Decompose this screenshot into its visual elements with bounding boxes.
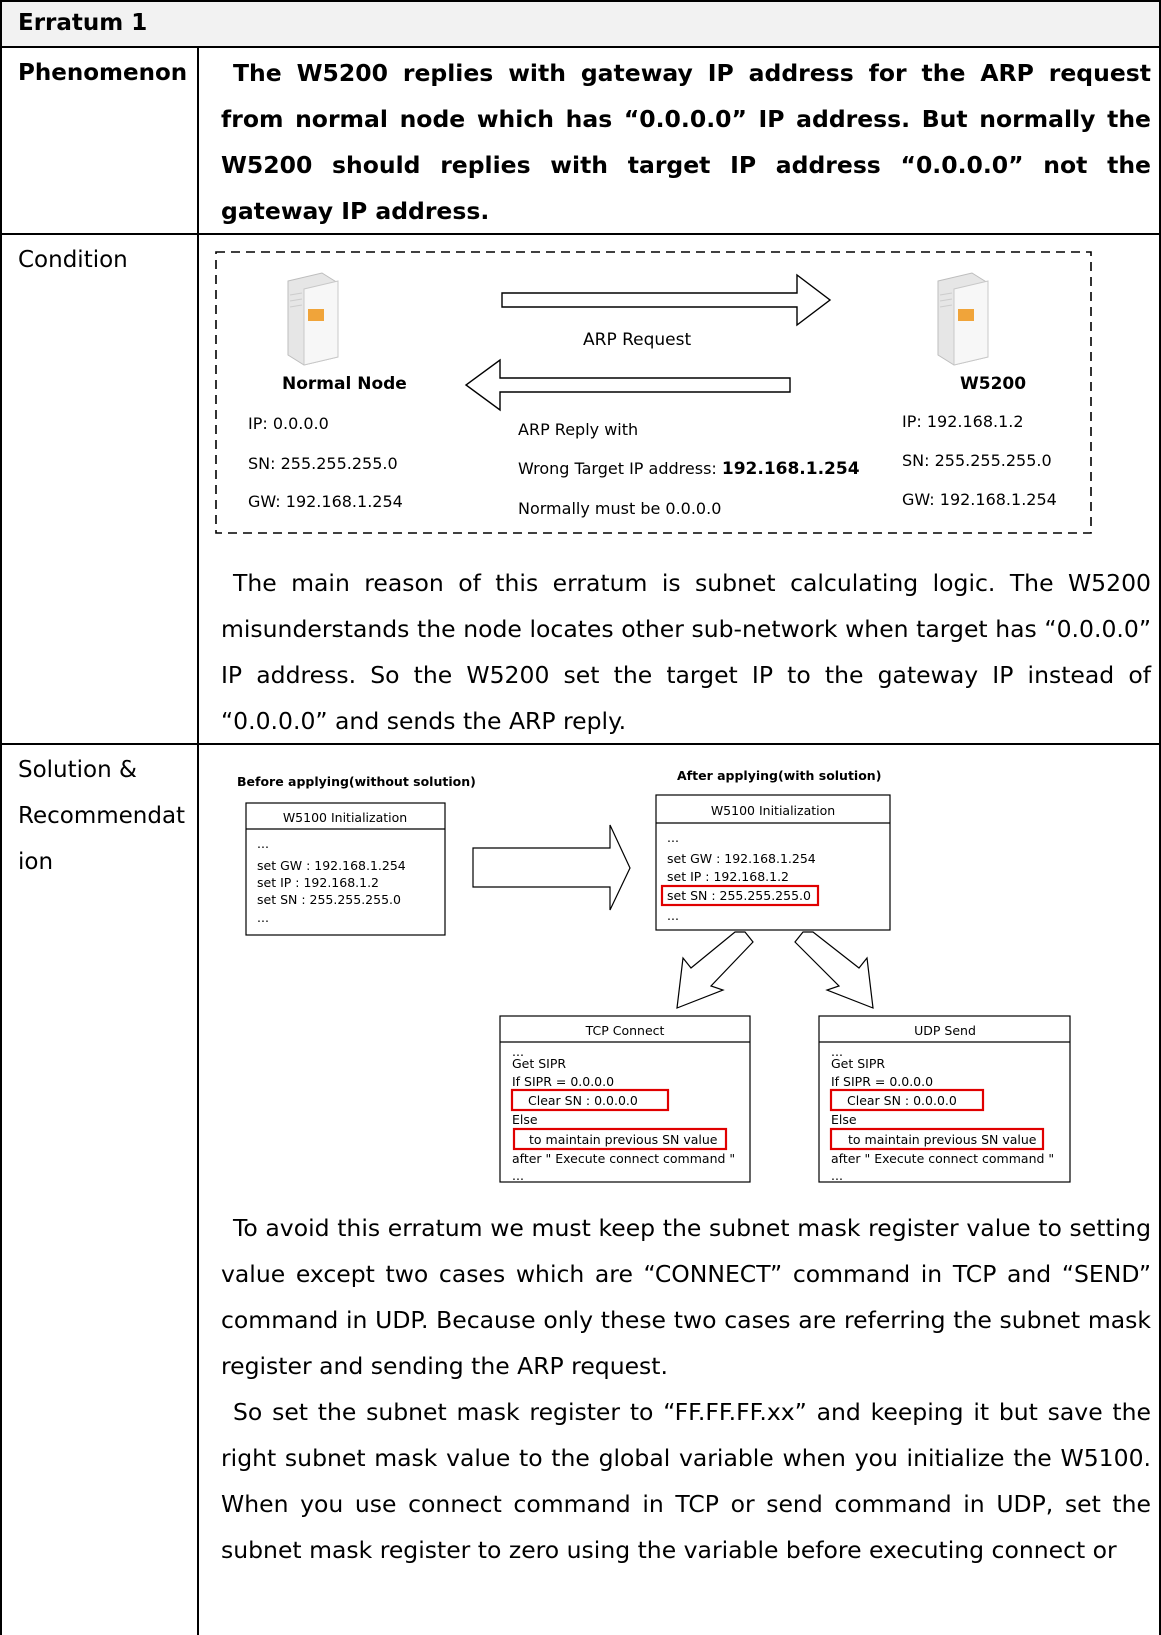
before-box-line: set GW : 192.168.1.254: [257, 858, 406, 873]
after-box-highlight-frame: [660, 884, 820, 907]
condition-paragraph: The main reason of this erratum is subne…: [221, 569, 1151, 735]
arp-diagram-dashed-border: [215, 251, 1092, 534]
udp-clear-sn-highlight: [829, 1088, 985, 1112]
arp-request-arrow: [501, 273, 832, 327]
before-box-line: set SN : 255.255.255.0: [257, 892, 401, 907]
solution-text: To avoid this erratum we must keep the s…: [221, 1205, 1151, 1573]
arp-reply-line3: Normally must be 0.0.0.0: [518, 499, 721, 518]
before-title: Before applying(without solution): [237, 774, 476, 789]
before-box-title: W5100 Initialization: [283, 810, 407, 825]
tcp-connect-box: TCP Connect ... Get SIPR If SIPR = 0.0.0…: [499, 1015, 751, 1183]
solution-diagram: Before applying(without solution) After …: [237, 768, 1071, 1183]
normal-node-server-icon: [287, 272, 339, 366]
after-box-line: ...: [667, 830, 679, 845]
table-column-divider: [197, 46, 199, 1635]
udp-send-box: UDP Send ... Get SIPR If SIPR = 0.0.0.0 …: [818, 1015, 1071, 1183]
solution-label-line2: Recommendat: [18, 803, 186, 829]
tcp-box-title: TCP Connect: [585, 1023, 665, 1038]
table-border-right: [1159, 0, 1161, 1635]
arp-request-label: ARP Request: [583, 330, 691, 350]
udp-maintain-sn-highlight: [829, 1127, 1045, 1151]
before-box-line: ...: [257, 836, 269, 851]
tcp-box-line: If SIPR = 0.0.0.0: [512, 1074, 614, 1089]
after-box-title: W5100 Initialization: [711, 803, 835, 818]
udp-box-line-highlight: Clear SN : 0.0.0.0: [847, 1093, 957, 1108]
w5200-gw: GW: 192.168.1.254: [902, 490, 1057, 509]
solution-label-line1: Solution &: [18, 757, 137, 783]
udp-box-line-highlight: to maintain previous SN value: [848, 1132, 1037, 1147]
after-box-line: ...: [667, 908, 679, 923]
normal-node-name: Normal Node: [282, 374, 407, 394]
arp-reply-line1: ARP Reply with: [518, 420, 638, 439]
table-divider: [0, 743, 1161, 745]
tcp-box-line: ...: [512, 1168, 524, 1183]
before-box-line: ...: [257, 910, 269, 925]
arp-reply-arrow: [464, 358, 791, 412]
tcp-box-line: after " Execute connect command ": [512, 1151, 735, 1166]
udp-box-line: ...: [831, 1044, 843, 1059]
before-box-line: set IP : 192.168.1.2: [257, 875, 379, 890]
arp-diagram: ARP Request Normal Node IP: 0.0.0.0 SN: …: [215, 251, 1092, 534]
table-divider: [0, 233, 1161, 235]
w5200-name: W5200: [960, 374, 1026, 394]
before-to-after-arrow: [472, 824, 631, 911]
tcp-box-line-highlight: Clear SN : 0.0.0.0: [528, 1093, 638, 1108]
udp-box-line: Else: [831, 1112, 857, 1127]
udp-box-line: Get SIPR: [831, 1056, 885, 1071]
table-divider: [0, 46, 1161, 48]
phenomenon-paragraph: The W5200 replies with gateway IP addres…: [221, 59, 1151, 225]
tcp-box-line: Else: [512, 1112, 538, 1127]
w5200-server-icon: [937, 272, 989, 366]
table-border-left: [0, 0, 2, 1635]
after-init-box: W5100 Initialization ... set GW : 192.16…: [655, 794, 891, 931]
solution-paragraph-1: To avoid this erratum we must keep the s…: [221, 1214, 1151, 1380]
after-title: After applying(with solution): [677, 768, 881, 783]
normal-node-sn: SN: 255.255.255.0: [248, 454, 398, 473]
tcp-maintain-sn-highlight: [512, 1127, 728, 1151]
after-box-line: set GW : 192.168.1.254: [667, 851, 816, 866]
phenomenon-text: The W5200 replies with gateway IP addres…: [221, 50, 1151, 234]
arp-reply-line2-prefix: Wrong Target IP address:: [518, 459, 722, 478]
condition-text: The main reason of this erratum is subne…: [221, 560, 1151, 744]
arp-reply-line2: Wrong Target IP address: 192.168.1.254: [518, 459, 860, 479]
after-box-line-highlight: set SN : 255.255.255.0: [667, 888, 811, 903]
after-box-line: set IP : 192.168.1.2: [667, 869, 789, 884]
phenomenon-label: Phenomenon: [18, 60, 188, 86]
before-init-box: W5100 Initialization ... set GW : 192.16…: [245, 802, 446, 936]
table-border-top: [0, 0, 1161, 2]
to-udp-arrow: [794, 931, 874, 1009]
udp-box-line: after " Execute connect command ": [831, 1151, 1054, 1166]
solution-paragraph-2: So set the subnet mask register to “FF.F…: [221, 1398, 1151, 1564]
tcp-box-line-highlight: to maintain previous SN value: [529, 1132, 718, 1147]
tcp-box-line: ...: [512, 1044, 524, 1059]
tcp-box-line: Get SIPR: [512, 1056, 566, 1071]
tcp-clear-sn-highlight: [510, 1088, 670, 1112]
w5200-sn: SN: 255.255.255.0: [902, 451, 1052, 470]
table-header-background: [0, 0, 1161, 46]
solution-label-line3: ion: [18, 849, 54, 875]
solution-label: Solution & Recommendat ion: [18, 747, 185, 885]
normal-node-ip: IP: 0.0.0.0: [248, 414, 329, 433]
udp-box-title: UDP Send: [914, 1023, 976, 1038]
w5200-ip: IP: 192.168.1.2: [902, 412, 1024, 431]
arp-reply-wrong-ip: 192.168.1.254: [722, 459, 860, 479]
condition-label: Condition: [18, 247, 128, 273]
udp-box-line: ...: [831, 1168, 843, 1183]
normal-node-gw: GW: 192.168.1.254: [248, 492, 403, 511]
udp-box-line: If SIPR = 0.0.0.0: [831, 1074, 933, 1089]
table-title: Erratum 1: [18, 10, 148, 36]
to-tcp-arrow: [676, 931, 754, 1009]
